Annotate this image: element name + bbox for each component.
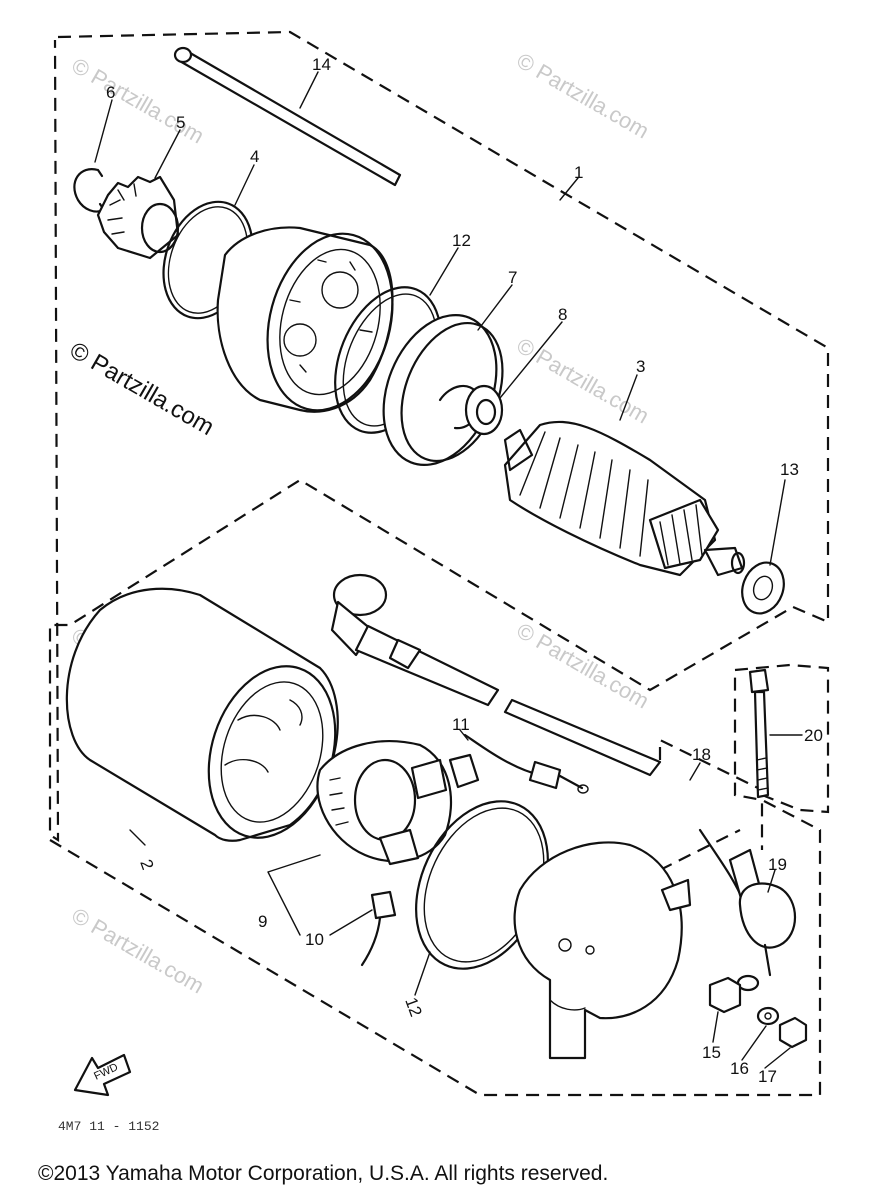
through-bolt <box>173 46 402 187</box>
callouts: 1 2 3 4 5 6 7 8 9 10 11 12 12 13 14 15 1… <box>106 55 823 1086</box>
circlip <box>73 168 106 213</box>
thrust-washer <box>741 561 785 615</box>
watermark: © Partzilla.com <box>513 618 654 714</box>
terminal-washer <box>756 1006 780 1026</box>
terminal-cap-nut <box>778 1016 808 1049</box>
callout-7: 7 <box>508 268 517 287</box>
washer <box>464 384 504 436</box>
callout-19: 19 <box>768 855 787 874</box>
armature <box>503 420 746 577</box>
bolt-boundary <box>734 663 830 814</box>
callout-14: 14 <box>312 55 331 74</box>
callout-5: 5 <box>176 113 185 132</box>
assembly-boundary <box>48 30 830 1097</box>
callout-1: 1 <box>574 163 583 182</box>
pinion-gear <box>96 175 180 260</box>
front-cover <box>216 226 394 413</box>
brush-lead-wire <box>448 733 589 794</box>
terminal-boot <box>698 828 796 992</box>
callout-12-lower: 12 <box>401 995 425 1019</box>
copyright-notice: ©2013 Yamaha Motor Corporation, U.S.A. A… <box>38 1162 609 1185</box>
callout-8: 8 <box>558 305 567 324</box>
callout-3: 3 <box>636 357 645 376</box>
watermark: © Partzilla.com <box>65 337 219 441</box>
rear-cover <box>513 841 692 1060</box>
callout-10: 10 <box>305 930 324 949</box>
callout-2: 2 <box>136 857 157 872</box>
callout-4: 4 <box>250 147 259 166</box>
watermark: © Partzilla.com <box>68 53 209 149</box>
leader-lines <box>94 71 803 1069</box>
callout-16: 16 <box>730 1059 749 1078</box>
callout-18: 18 <box>692 745 711 764</box>
callout-15: 15 <box>702 1043 721 1062</box>
brush <box>360 890 397 967</box>
callout-6: 6 <box>106 83 115 102</box>
callout-11: 11 <box>452 715 470 734</box>
forward-arrow-icon: FWD <box>73 1053 132 1097</box>
mounting-bolt <box>748 668 770 799</box>
callout-13: 13 <box>780 460 799 479</box>
lead-wire-boot <box>330 573 662 777</box>
callout-9: 9 <box>258 912 267 931</box>
callout-17: 17 <box>758 1067 777 1086</box>
drawing-code: 4M7 11 - 1152 <box>58 1119 159 1134</box>
watermark: © Partzilla.com <box>513 48 654 144</box>
callout-12-upper: 12 <box>452 231 471 250</box>
terminal-nut <box>708 976 742 1014</box>
callout-20: 20 <box>804 726 823 745</box>
bracket-plate <box>382 314 504 466</box>
inner-boundary <box>658 738 764 871</box>
yoke <box>65 587 339 842</box>
watermark: © Partzilla.com <box>68 903 209 999</box>
brush-holder <box>316 740 453 866</box>
watermark: © Partzilla.com <box>513 333 654 429</box>
